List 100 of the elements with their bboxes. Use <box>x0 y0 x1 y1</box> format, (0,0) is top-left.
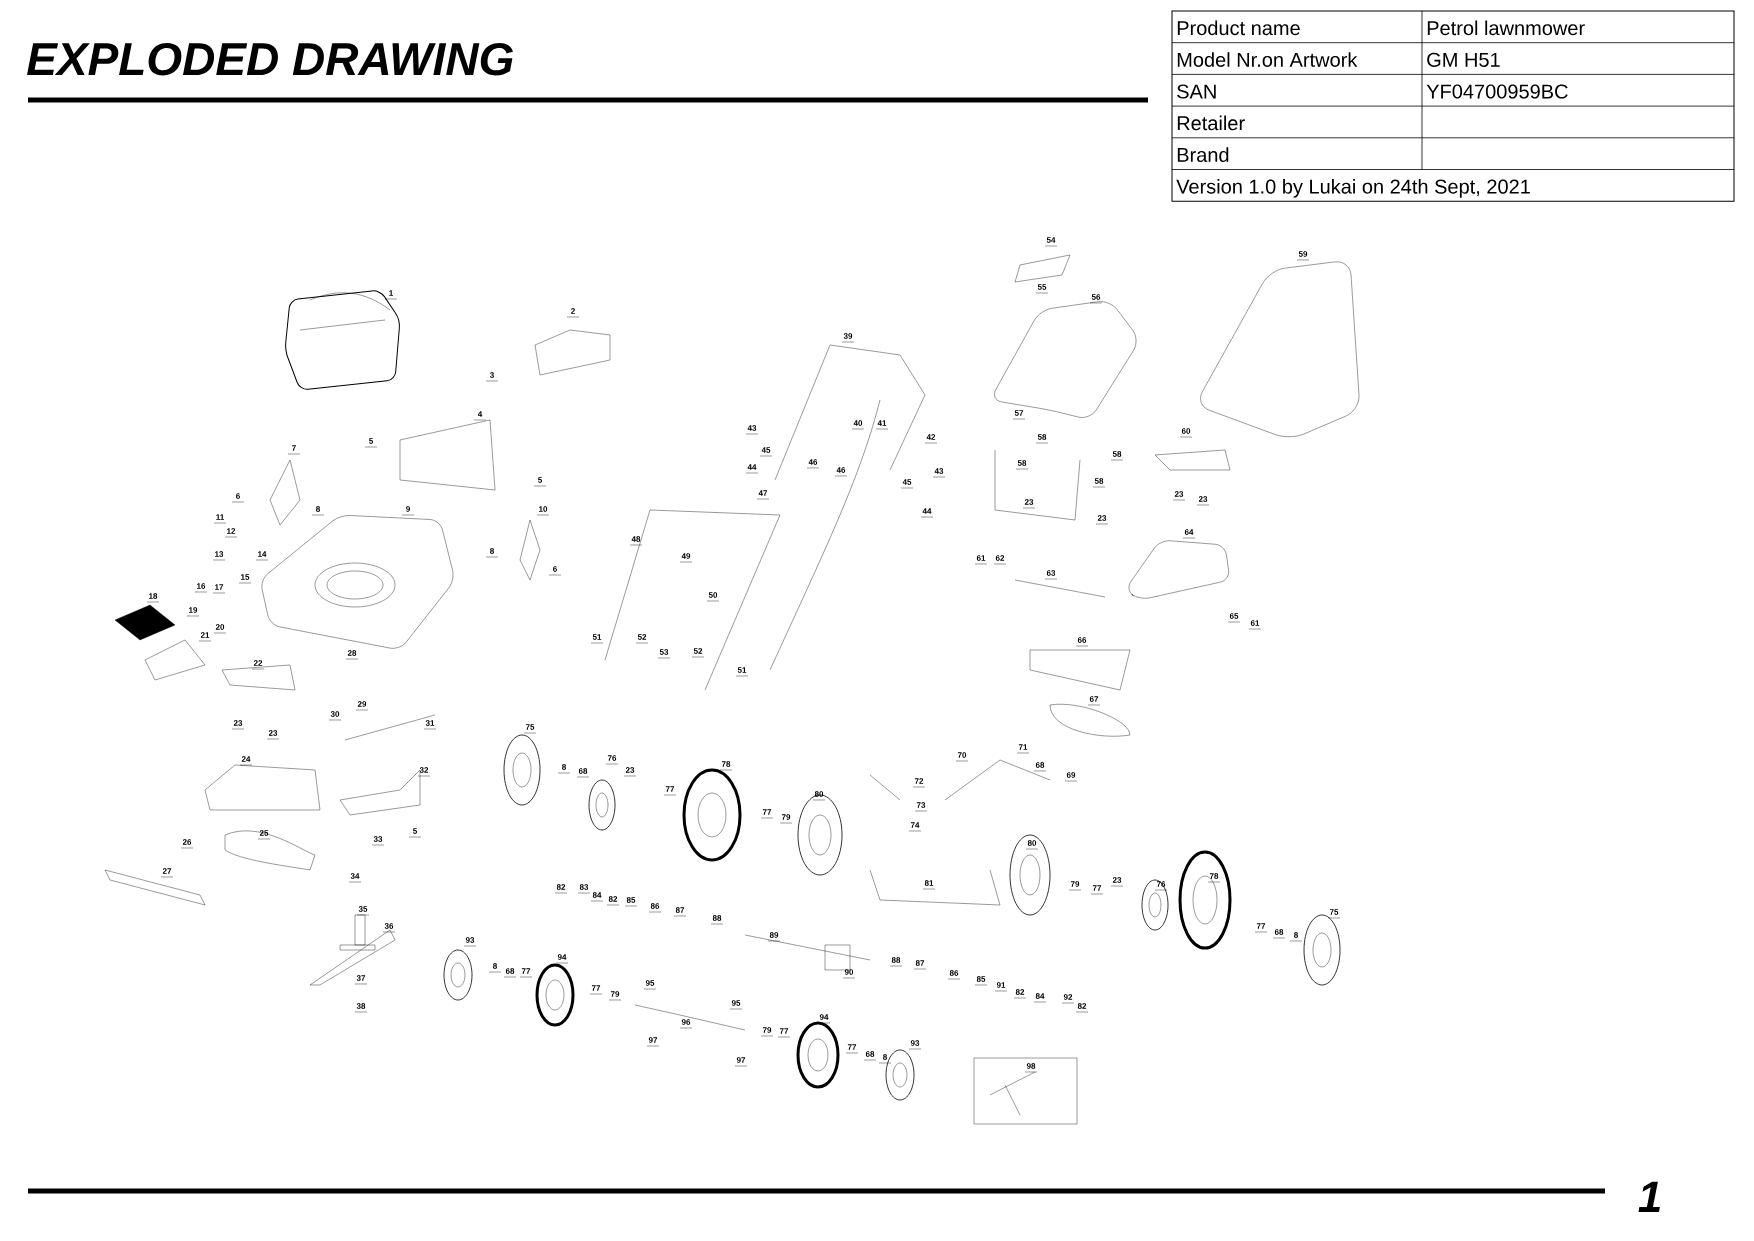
table-cell: Version 1.0 by Lukai on 24th Sept, 2021 <box>1176 179 1530 198</box>
table-cell: Petrol lawnmower <box>1427 20 1585 36</box>
callout-number: 16 <box>194 583 208 593</box>
callout-number: 62 <box>993 555 1007 565</box>
callout-number: 58 <box>1110 451 1124 461</box>
callout-number: 95 <box>643 980 657 990</box>
callout-number: 85 <box>624 897 638 907</box>
callout-number: 2 <box>566 308 580 318</box>
callout-number: 70 <box>955 752 969 762</box>
callout-number: 17 <box>212 584 226 594</box>
callout-number: 61 <box>974 555 988 565</box>
page-number: 1 <box>1638 1181 1660 1212</box>
callout-number: 77 <box>1090 885 1104 895</box>
callout-number: 23 <box>266 730 280 740</box>
callout-number: 3 <box>485 372 499 382</box>
callout-number: 23 <box>1196 496 1210 506</box>
callout-number: 23 <box>1110 877 1124 887</box>
callout-number: 68 <box>1272 929 1286 939</box>
callout-number: 93 <box>463 937 477 947</box>
title: EXPLODED DRAWING <box>27 42 513 76</box>
callout-number: 77 <box>1254 923 1268 933</box>
callout-number: 9 <box>401 506 415 516</box>
callout-number: 4 <box>473 411 487 421</box>
callout-number: 27 <box>160 868 174 878</box>
callout-number: 23 <box>1095 515 1109 525</box>
callout-number: 85 <box>974 976 988 986</box>
table-cell: YF04700959BC <box>1426 84 1568 99</box>
callout-number: 25 <box>257 830 271 840</box>
callout-number: 77 <box>663 786 677 796</box>
callout-number: 72 <box>912 778 926 788</box>
table-cell: SAN <box>1177 84 1216 99</box>
callout-number: 57 <box>1012 410 1026 420</box>
callout-number: 82 <box>1013 989 1027 999</box>
callout-number: 79 <box>760 1027 774 1037</box>
callout-number: 76 <box>1154 881 1168 891</box>
callout-number: 83 <box>577 884 591 894</box>
callout-number: 71 <box>1016 744 1030 754</box>
callout-number: 92 <box>1061 994 1075 1004</box>
callout-number: 65 <box>1227 613 1241 623</box>
callout-number: 39 <box>841 333 855 343</box>
callout-number: 8 <box>557 764 571 774</box>
callout-number: 30 <box>328 711 342 721</box>
callout-number: 64 <box>1182 529 1196 539</box>
callout-number: 5 <box>533 477 547 487</box>
callout-number: 40 <box>851 420 865 430</box>
callout-number: 84 <box>590 892 604 902</box>
callout-number: 78 <box>1207 873 1221 883</box>
callout-number: 63 <box>1044 570 1058 580</box>
callout-number: 10 <box>536 506 550 516</box>
callout-number: 49 <box>679 553 693 563</box>
callout-number: 68 <box>576 768 590 778</box>
callout-number: 66 <box>1075 637 1089 647</box>
callout-number: 37 <box>354 975 368 985</box>
callout-number: 56 <box>1089 294 1103 304</box>
callout-number: 74 <box>908 822 922 832</box>
callout-number: 29 <box>355 701 369 711</box>
callout-number: 46 <box>834 467 848 477</box>
callout-number: 76 <box>605 755 619 765</box>
callout-number: 88 <box>710 915 724 925</box>
callout-number: 81 <box>922 880 936 890</box>
callout-number: 8 <box>1289 932 1303 942</box>
callout-number: 88 <box>889 957 903 967</box>
callout-number: 58 <box>1092 478 1106 488</box>
callout-number: 82 <box>1075 1003 1089 1013</box>
callout-number: 59 <box>1296 251 1310 261</box>
callout-number: 77 <box>777 1028 791 1038</box>
callout-number: 44 <box>920 508 934 518</box>
callout-number: 82 <box>606 896 620 906</box>
callout-number: 51 <box>735 667 749 677</box>
callout-number: 73 <box>914 802 928 812</box>
callout-number: 38 <box>354 1003 368 1013</box>
callout-number: 23 <box>1022 499 1036 509</box>
callout-number: 82 <box>554 884 568 894</box>
callout-number: 35 <box>356 906 370 916</box>
callout-number: 8 <box>485 548 499 558</box>
callout-number: 86 <box>947 970 961 980</box>
callout-number: 11 <box>213 514 227 524</box>
callout-number: 75 <box>1327 909 1341 919</box>
callout-number: 75 <box>523 724 537 734</box>
callout-number: 14 <box>255 551 269 561</box>
callout-number: 15 <box>238 574 252 584</box>
callout-number: 12 <box>224 528 238 538</box>
callout-number: 23 <box>623 767 637 777</box>
table-cell: GM H51 <box>1427 52 1500 67</box>
callout-number: 79 <box>779 814 793 824</box>
callout-number: 45 <box>900 479 914 489</box>
callout-number: 97 <box>734 1057 748 1067</box>
callout-number: 97 <box>646 1037 660 1047</box>
callout-number: 58 <box>1035 434 1049 444</box>
callout-number: 60 <box>1179 428 1193 438</box>
callout-number: 43 <box>932 468 946 478</box>
callout-number: 52 <box>635 634 649 644</box>
callout-number: 31 <box>423 720 437 730</box>
callout-number: 32 <box>417 767 431 777</box>
callout-number: 7 <box>287 445 301 455</box>
callout-number: 87 <box>913 960 927 970</box>
callout-number: 78 <box>719 761 733 771</box>
callout-number: 8 <box>311 506 325 516</box>
callout-number: 6 <box>231 493 245 503</box>
callout-number: 80 <box>812 791 826 801</box>
